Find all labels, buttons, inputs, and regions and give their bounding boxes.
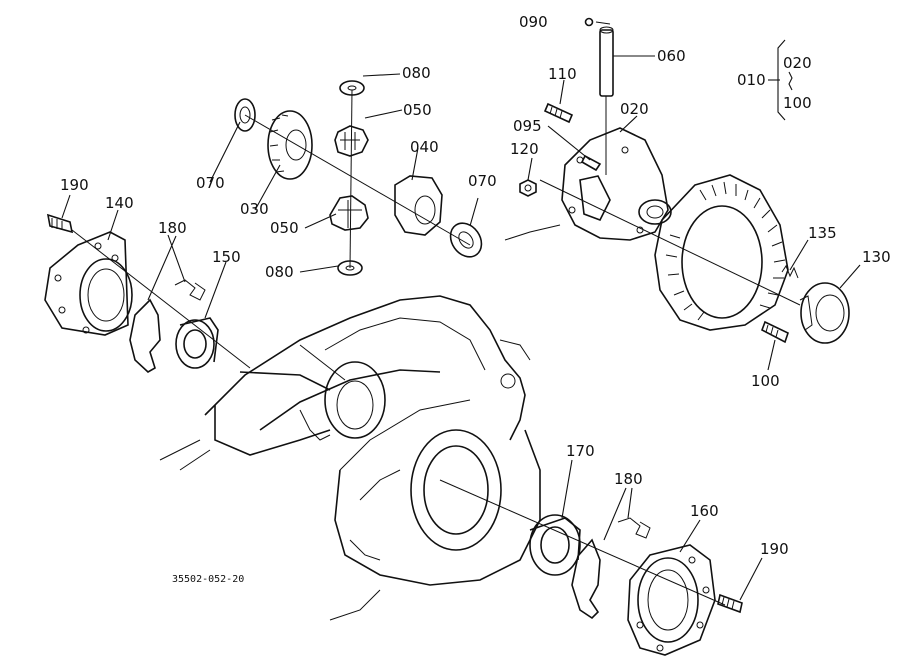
side-gear-030 xyxy=(267,110,313,180)
callout-190-right: 190 xyxy=(760,540,789,558)
pinion-gear-050-top xyxy=(334,125,369,157)
pin-095 xyxy=(580,154,602,172)
left-bearing-flange-140 xyxy=(44,231,133,336)
diagram-code: 35502-052-20 xyxy=(172,574,244,585)
assembly-bracket-010 xyxy=(768,39,793,121)
callout-040: 040 xyxy=(410,138,439,156)
side-gear-040 xyxy=(394,175,443,236)
pinion-gear-050-bottom xyxy=(329,195,369,231)
callout-050-top: 050 xyxy=(403,101,432,119)
left-axis-line xyxy=(71,229,251,369)
callout-labels: 190 140 180 150 070 030 080 050 040 050 … xyxy=(60,13,891,585)
callout-100-bracket: 100 xyxy=(783,94,812,112)
callout-120: 120 xyxy=(510,140,539,158)
callout-110: 110 xyxy=(548,65,577,83)
callout-180-left: 180 xyxy=(158,219,187,237)
ball-090 xyxy=(584,17,594,27)
left-bearing-150 xyxy=(175,317,219,369)
callout-140: 140 xyxy=(105,194,134,212)
right-axis-line xyxy=(539,179,801,306)
callout-070-left: 070 xyxy=(196,174,225,192)
callout-020-bracket: 020 xyxy=(783,54,812,72)
right-bearing-170 xyxy=(529,514,581,576)
callout-020: 020 xyxy=(620,100,649,118)
callout-180-right: 180 xyxy=(614,470,643,488)
spring-135 xyxy=(781,264,799,279)
callout-070-right: 070 xyxy=(468,172,497,190)
callout-010: 010 xyxy=(737,71,766,89)
callout-080-top: 080 xyxy=(402,64,431,82)
callout-150: 150 xyxy=(212,248,241,266)
left-bolt-190 xyxy=(46,213,74,234)
leader-lines xyxy=(61,21,861,601)
differential-case-020 xyxy=(561,127,672,241)
nut-120 xyxy=(519,179,537,197)
callout-080-bottom: 080 xyxy=(265,263,294,281)
lower-axis-line xyxy=(439,479,726,606)
left-retainer-clip-180 xyxy=(129,279,206,373)
bolt-100 xyxy=(761,320,789,344)
right-bearing-flange-160 xyxy=(627,544,716,656)
wire-line xyxy=(504,224,561,241)
centre-axis-line xyxy=(244,114,471,246)
callout-170: 170 xyxy=(566,442,595,460)
bolt-110 xyxy=(543,102,574,124)
callout-135: 135 xyxy=(808,224,837,242)
pinion-axis-line xyxy=(349,89,353,269)
callout-050-bottom: 050 xyxy=(270,219,299,237)
thrust-washer-070-left xyxy=(234,98,256,132)
callout-095: 095 xyxy=(513,117,542,135)
shaft-060 xyxy=(599,26,614,97)
callout-190-left: 190 xyxy=(60,176,89,194)
callout-060: 060 xyxy=(657,47,686,65)
callout-100: 100 xyxy=(751,372,780,390)
right-retainer-clip-180 xyxy=(571,517,651,620)
callout-130: 130 xyxy=(862,248,891,266)
diff-lock-sleeve-130 xyxy=(799,282,850,344)
callout-030: 030 xyxy=(240,200,269,218)
transmission-case xyxy=(159,295,541,621)
callout-090: 090 xyxy=(519,13,548,31)
thrust-washer-070-right xyxy=(449,222,483,258)
callout-160: 160 xyxy=(690,502,719,520)
ring-gear-020 xyxy=(654,174,789,331)
